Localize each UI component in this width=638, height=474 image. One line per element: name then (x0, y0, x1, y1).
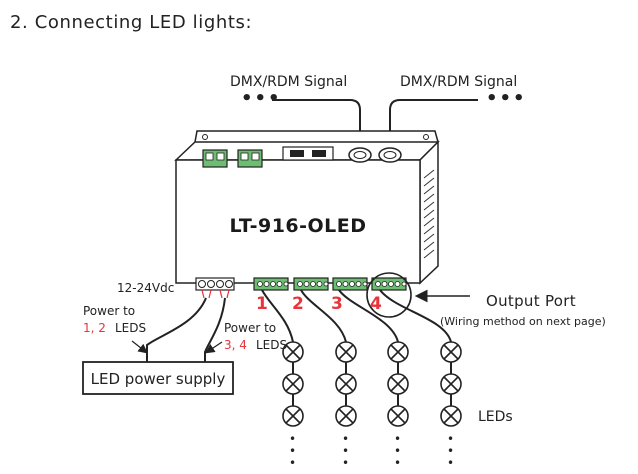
output-number-2: 2 (292, 294, 304, 314)
output-terminal-3-icon (332, 277, 368, 291)
led-continuation-dot: • (394, 444, 401, 458)
output-number-3: 3 (331, 294, 343, 314)
output-2-wire (300, 289, 347, 343)
led-power-supply-box (82, 361, 234, 395)
led-bulb-icon (282, 373, 304, 395)
led-bulb-icon (335, 373, 357, 395)
power-note-b-line: 3, 4 LEDS (224, 334, 287, 353)
led-column-2: • • • (335, 341, 357, 470)
led-bulb-icon (387, 405, 409, 427)
power-note-a-arrow-icon (131, 340, 148, 354)
dmx-left-cable (272, 99, 361, 150)
led-bulb-icon (335, 341, 357, 363)
led-bulb-icon (387, 341, 409, 363)
device-model-label: LT-916-OLED (229, 215, 366, 237)
section-title: 2. Connecting LED lights: (10, 12, 252, 33)
output-port-highlight (366, 272, 412, 318)
led-power-supply-label: LED power supply (91, 370, 226, 388)
device-side-face (419, 140, 439, 285)
led-continuation-dot: • (447, 432, 454, 446)
xlr-connector-out-icon (378, 147, 402, 163)
led-column-1: • • • (282, 341, 304, 470)
output-terminal-4-icon (371, 277, 407, 291)
power-note-a-prefix: Power to (83, 304, 135, 318)
leds-label: LEDs (478, 409, 513, 425)
led-continuation-dot: • (394, 432, 401, 446)
led-continuation-dot: • (447, 456, 454, 470)
output-port-note: (Wiring method on next page) (440, 315, 606, 328)
dmx-right-dots: ••• (486, 88, 527, 109)
power-note-a-suffix: LEDS (115, 321, 146, 335)
rj45-port-icon (282, 146, 334, 161)
output-4-wire (379, 289, 452, 343)
dmx-left-dots: ••• (241, 88, 282, 109)
output-number-1: 1 (256, 294, 268, 314)
output-1-wire (261, 289, 294, 343)
led-continuation-dot: • (342, 444, 349, 458)
power-input-terminal-icon (195, 277, 235, 299)
psu-wire-a (146, 297, 207, 362)
led-column-3: • • • (387, 341, 409, 470)
output-3-wire (338, 289, 399, 343)
led-bulb-icon (440, 373, 462, 395)
power-note-a-channels: 1, 2 (83, 321, 106, 335)
power-note-b-arrow-icon (205, 341, 223, 354)
device-front-face (175, 159, 421, 284)
top-terminal-block-2-icon (237, 149, 263, 168)
led-bulb-icon (440, 405, 462, 427)
led-column-4: • • • (440, 341, 462, 470)
led-continuation-dot: • (289, 456, 296, 470)
output-terminal-2-icon (293, 277, 329, 291)
output-number-4: 4 (370, 294, 382, 314)
led-continuation-dot: • (394, 456, 401, 470)
led-continuation-dot: • (447, 444, 454, 458)
power-input-voltage-label: 12-24Vdc (117, 281, 174, 295)
dmx-left-label: DMX/RDM Signal (230, 74, 347, 90)
power-note-b-channels: 3, 4 (224, 338, 247, 352)
device-mount-tab (194, 130, 439, 143)
power-note-b-prefix: Power to (224, 321, 276, 335)
led-continuation-dot: • (342, 432, 349, 446)
led-continuation-dot: • (289, 432, 296, 446)
power-note-a-line: 1, 2 LEDS (83, 317, 146, 336)
top-terminal-block-1-icon (202, 149, 228, 168)
dmx-right-label: DMX/RDM Signal (400, 74, 517, 90)
vent-slots (423, 169, 435, 259)
output-port-title: Output Port (486, 292, 576, 310)
led-bulb-icon (282, 405, 304, 427)
xlr-connector-in-icon (348, 147, 372, 163)
output-terminal-1-icon (253, 277, 289, 291)
led-continuation-dot: • (342, 456, 349, 470)
power-note-b-suffix: LEDS (256, 338, 287, 352)
controller-device: LT-916-OLED (174, 130, 440, 285)
led-continuation-dot: • (289, 444, 296, 458)
led-bulb-icon (387, 373, 409, 395)
psu-wire-b (204, 297, 226, 362)
dmx-right-cable (389, 99, 478, 150)
led-bulb-icon (335, 405, 357, 427)
led-bulb-icon (440, 341, 462, 363)
